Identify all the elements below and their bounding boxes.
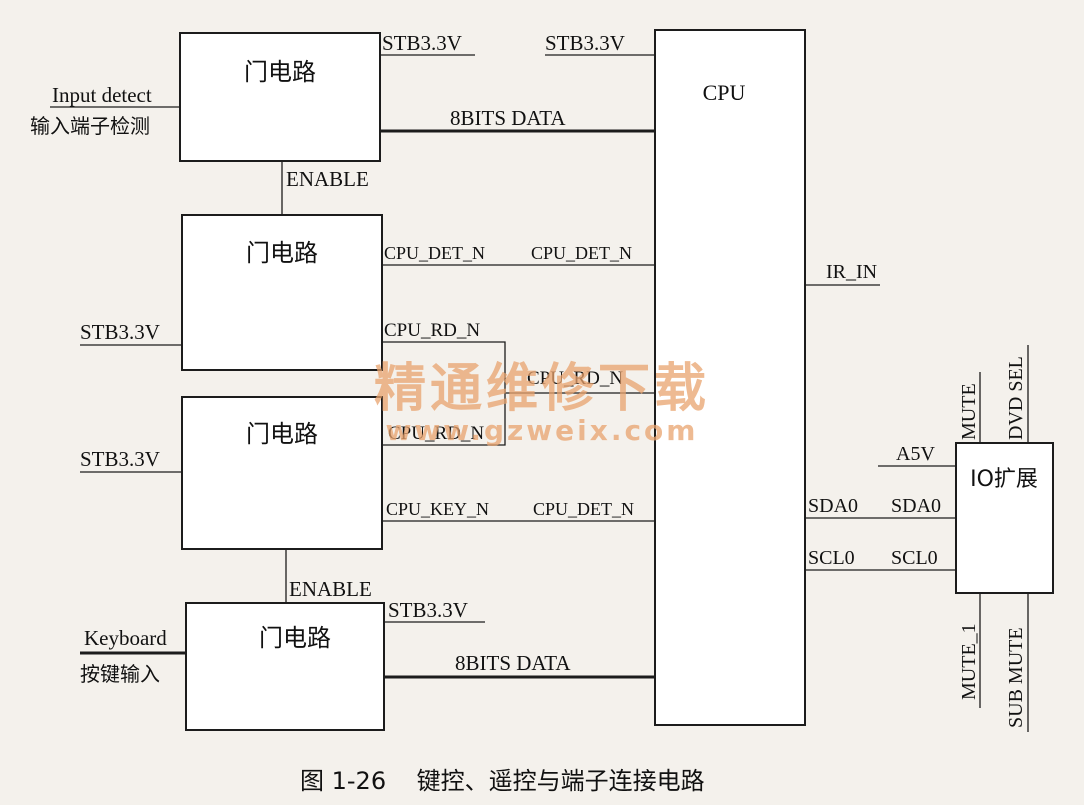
gate-label-2: 门电路 — [246, 239, 318, 267]
label-cpu-det-n-2: CPU_DET_N — [533, 499, 634, 519]
cpu-rd-n-line-lower — [382, 393, 506, 446]
label-cpu-det-n-right: CPU_DET_N — [531, 243, 632, 263]
cpu-label: CPU — [703, 80, 746, 105]
gate-label-4: 门电路 — [259, 624, 331, 652]
label-keyboard: Keyboard — [84, 626, 167, 650]
label-input-detect-cn: 输入端子检测 — [30, 114, 150, 138]
label-scl0-io: SCL0 — [891, 547, 938, 569]
gate-box-3 — [181, 396, 383, 550]
gate-box-2 — [181, 214, 383, 371]
label-data-bottom: 8BITS DATA — [455, 651, 571, 675]
label-sda0-cpu: SDA0 — [808, 495, 858, 517]
gate-box-1 — [179, 32, 381, 162]
label-stb-g3: STB3.3V — [80, 447, 160, 471]
gate-label-3: 门电路 — [246, 420, 318, 448]
gate-label-1: 门电路 — [244, 58, 316, 86]
label-cpu-rd-n-top: CPU_RD_N — [384, 320, 480, 341]
label-enable-1: ENABLE — [286, 167, 369, 191]
label-data-top: 8BITS DATA — [450, 106, 566, 130]
label-stb-g1: STB3.3V — [382, 31, 462, 55]
label-mute: MUTE — [958, 383, 980, 440]
watermark-title: 精通维修下载 — [374, 359, 710, 419]
label-cpu-rd-n-mid: CPU_RD_N — [527, 368, 623, 389]
label-input-detect: Input detect — [52, 83, 152, 107]
watermark-url: www.gzweix.com — [386, 414, 699, 447]
label-stb-cpu: STB3.3V — [545, 31, 625, 55]
label-mute-1: MUTE_1 — [958, 623, 980, 700]
label-scl0-cpu: SCL0 — [808, 547, 855, 569]
label-keyboard-cn: 按键输入 — [80, 662, 160, 686]
label-a5v: A5V — [896, 443, 935, 465]
label-cpu-key-n: CPU_KEY_N — [386, 499, 489, 519]
label-stb-g2: STB3.3V — [80, 320, 160, 344]
label-cpu-det-n-left: CPU_DET_N — [384, 243, 485, 263]
io-expander-box — [955, 442, 1054, 594]
gate-box-4 — [185, 602, 385, 731]
label-enable-2: ENABLE — [289, 577, 372, 601]
cpu-rd-n-line-upper — [382, 341, 655, 394]
io-label: IO扩展 — [970, 467, 1038, 492]
label-sda0-io: SDA0 — [891, 495, 941, 517]
cpu-box — [654, 29, 806, 726]
label-sub-mute: SUB MUTE — [1005, 627, 1027, 728]
figure-caption: 图 1-26 键控、遥控与端子连接电路 — [300, 767, 705, 795]
label-cpu-rd-n-low: CPU_RD_N — [388, 423, 484, 444]
label-dvd-sel: DVD SEL — [1005, 356, 1027, 440]
label-ir-in: IR_IN — [826, 261, 877, 283]
label-stb-g4: STB3.3V — [388, 598, 468, 622]
